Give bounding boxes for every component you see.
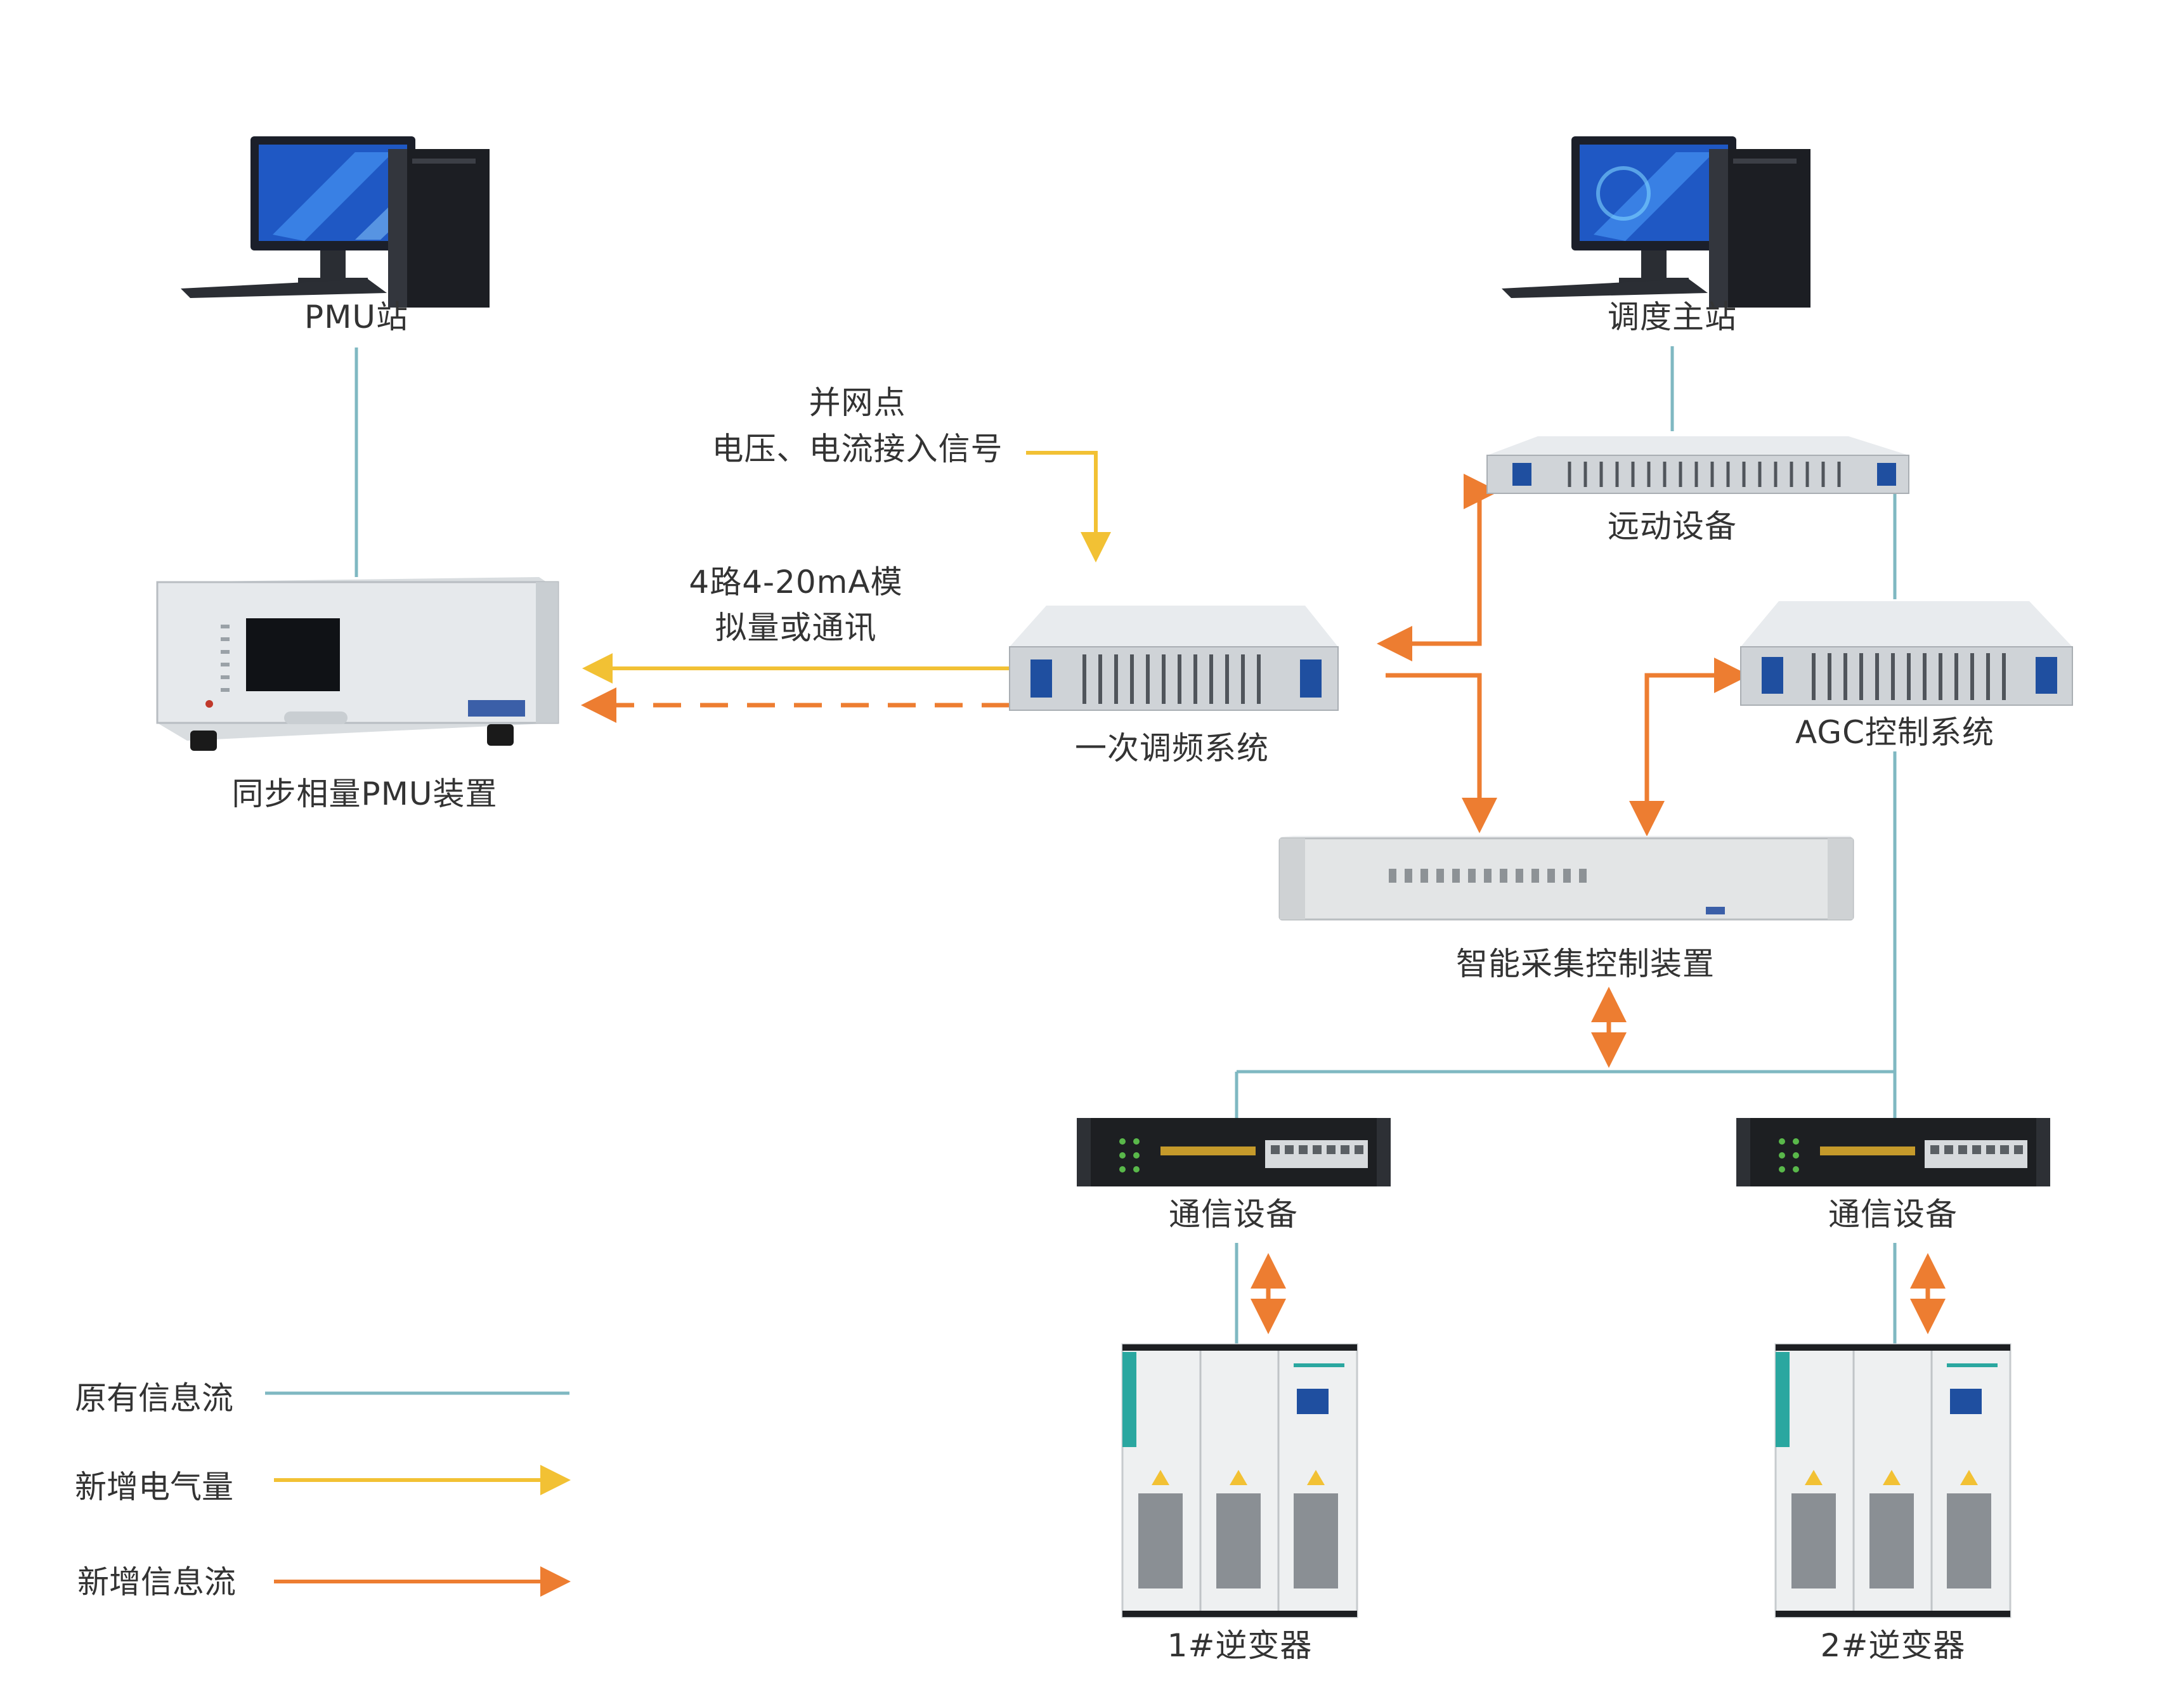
telecontrol-server-icon bbox=[1486, 436, 1909, 494]
comm-device-2-label: 通信设备 bbox=[1828, 1196, 1958, 1233]
legend-original-flow: 原有信息流 bbox=[75, 1380, 233, 1417]
comm-device-1-icon bbox=[1077, 1118, 1391, 1186]
comm-device-1-label: 通信设备 bbox=[1169, 1196, 1298, 1233]
dispatch-master-label: 调度主站 bbox=[1608, 299, 1737, 335]
original-flow-lines bbox=[354, 346, 1897, 1348]
inverter-1-icon bbox=[1121, 1343, 1358, 1618]
telecontrol-label: 远动设备 bbox=[1608, 508, 1737, 545]
inverter-2-label: 2#逆变器 bbox=[1820, 1627, 1966, 1664]
agc-server-icon bbox=[1740, 601, 2073, 706]
analog-signal-label-line2: 拟量或通讯 bbox=[715, 609, 877, 646]
legend-new-electrical: 新增电气量 bbox=[75, 1469, 233, 1505]
primary-freq-server-icon bbox=[1009, 606, 1339, 711]
analog-signal-label-line1: 4路4-20mA模 bbox=[689, 564, 903, 601]
pmu-device-label: 同步相量PMU装置 bbox=[231, 776, 498, 812]
grid-point-label-line1: 并网点 bbox=[809, 384, 906, 421]
pmu-station-computer-icon bbox=[181, 136, 490, 308]
smart-collector-label: 智能采集控制装置 bbox=[1456, 945, 1715, 982]
primary-freq-label: 一次调频系统 bbox=[1075, 730, 1269, 767]
comm-device-2-icon bbox=[1736, 1118, 2050, 1186]
inverter-2-icon bbox=[1774, 1343, 2012, 1618]
grid-point-label-line2: 电压、电流接入信号 bbox=[712, 431, 1003, 467]
legend-lines bbox=[265, 1391, 571, 1597]
new-electrical-lines bbox=[582, 451, 1111, 684]
agc-label: AGC控制系统 bbox=[1795, 714, 1994, 751]
new-info-lines bbox=[581, 474, 1946, 1334]
dispatch-master-computer-icon bbox=[1502, 136, 1810, 308]
pmu-device-icon bbox=[156, 577, 559, 751]
legend-new-info-flow: 新增信息流 bbox=[77, 1564, 236, 1601]
inverter-1-label: 1#逆变器 bbox=[1167, 1627, 1313, 1664]
smart-collector-icon bbox=[1278, 836, 1854, 921]
pmu-station-label: PMU站 bbox=[304, 299, 408, 335]
